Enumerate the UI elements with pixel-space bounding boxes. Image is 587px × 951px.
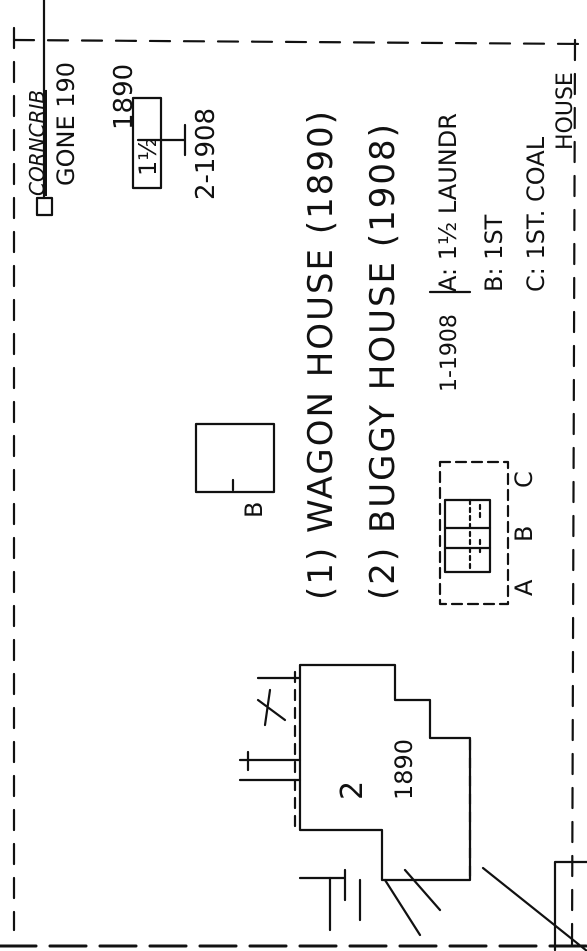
bay-letter-b: B — [510, 526, 538, 542]
legend-a: A: 1½ LAUNDR — [434, 113, 462, 292]
structure-b-square — [194, 422, 276, 494]
legend-c: C: 1ST. COAL — [522, 136, 550, 292]
house-porch-left — [256, 688, 287, 727]
bay-letter-a: A — [510, 579, 538, 596]
corncrib-label: CORNCRIB — [25, 90, 49, 196]
legend-house: HOUSE — [553, 72, 578, 150]
outbuilding-ticks — [468, 498, 482, 574]
one-half-label: 1½ — [134, 137, 162, 176]
buggy-house-label: (2) BUGGY HOUSE (1908) — [363, 122, 403, 600]
gone-label: GONE 190 — [52, 62, 80, 186]
corncrib-box — [35, 196, 54, 217]
outbuilding-outline — [438, 460, 510, 606]
date-1890: 1890 — [109, 64, 139, 130]
main-house-outline — [256, 663, 472, 882]
bottom-right-box — [553, 860, 587, 951]
wagon-house-label: (1) WAGON HOUSE (1890) — [301, 109, 341, 600]
one-half-story-box — [131, 96, 163, 190]
boundary-line-right — [570, 38, 577, 951]
structure-b-letter: B — [240, 502, 268, 518]
house-ticks-bottom — [328, 868, 442, 937]
legend-b: B: 1ST — [480, 214, 508, 292]
house-ticks-top — [238, 750, 302, 782]
legend-date: 1-1908 — [437, 314, 462, 392]
date-2-1908: 2-1908 — [191, 108, 221, 200]
house-date: 1890 — [390, 739, 418, 800]
diagonal-line — [481, 866, 587, 951]
house-corner-marks — [298, 868, 347, 902]
outbuilding-core — [443, 498, 492, 574]
one-half-leader — [136, 123, 187, 157]
bay-letter-c: C — [510, 471, 538, 488]
boundary-line-top — [12, 38, 587, 46]
house-story: 2 — [335, 781, 370, 800]
